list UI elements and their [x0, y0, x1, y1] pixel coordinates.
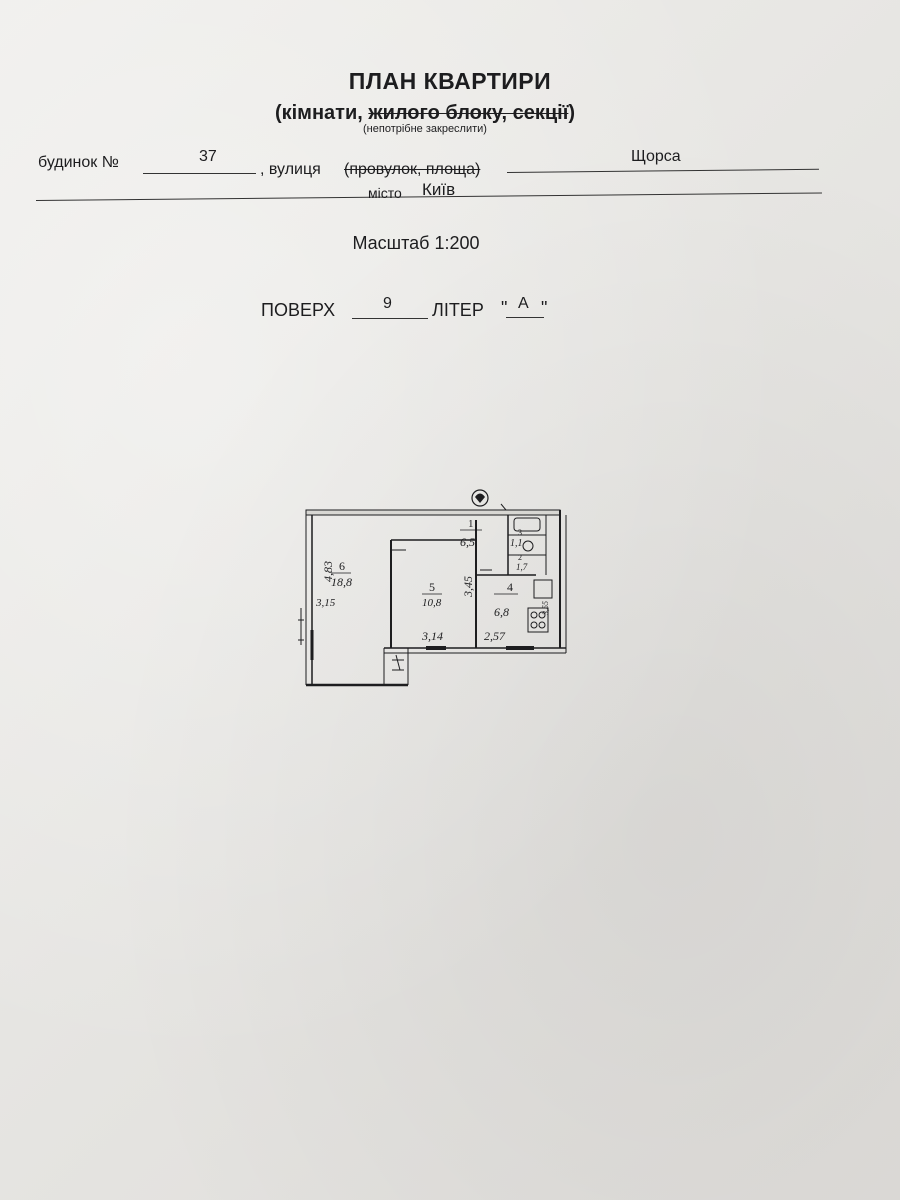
room3-area: 1,1 — [510, 538, 523, 549]
house-label: будинок № — [38, 154, 119, 171]
street-name-value: Щорса — [631, 148, 681, 165]
room3-number: 3 — [518, 528, 522, 537]
room6-length-dimension: 4,83 — [321, 561, 335, 582]
subtitle-part-1: (кімнати, — [274, 102, 369, 124]
kitchen-width-dimension: 2,57 — [484, 629, 506, 643]
room6-number: 6 — [339, 559, 345, 573]
house-number-underline — [143, 173, 256, 174]
toilet-icon — [522, 540, 534, 552]
floor-label: ПОВЕРХ — [261, 300, 336, 320]
stove-icon — [527, 607, 549, 633]
room4-area: 6,8 — [494, 605, 509, 619]
room1-area: 6,5 — [460, 535, 475, 549]
city-label: місто — [368, 185, 402, 201]
room1-number: 1 — [468, 518, 474, 530]
room5-width-dimension: 3,14 — [421, 629, 443, 643]
sink-icon — [533, 579, 553, 599]
document-title: ПЛАН КВАРТИРИ — [348, 68, 552, 94]
room5-length-dimension: 3,45 — [461, 576, 475, 598]
room4-number: 4 — [507, 580, 513, 594]
letter-open-quote: " — [501, 298, 508, 318]
kitchen-length-dimension: 3,55 — [541, 601, 550, 616]
subtitle-struck-text: жилого блоку, секції — [368, 102, 569, 124]
wall-top — [305, 509, 561, 516]
room6-area: 18,8 — [331, 575, 352, 589]
house-number-value: 37 — [199, 148, 217, 165]
compass-icon — [471, 489, 489, 507]
floor-number-value: 9 — [383, 295, 392, 312]
room5-area: 10,8 — [422, 597, 442, 609]
strike-note: (непотрібне закреслити) — [363, 123, 487, 135]
room2-area: 1,7 — [516, 562, 528, 572]
letter-close-quote: " — [541, 298, 548, 318]
document-subtitle: (кімнати, жилого блоку, секції) — [0, 102, 850, 125]
subtitle-part-2: ) — [568, 102, 576, 124]
bathtub-icon — [513, 517, 541, 532]
floor-underline — [352, 318, 428, 319]
apartment-floor-plan: 6 18,8 5 10,8 4 6,8 1 6,5 3 1,1 2 1,7 4,… — [298, 489, 567, 687]
scale-label: Масштаб 1:200 — [352, 233, 480, 253]
street-struck-text: (провулок, площа) — [344, 161, 481, 178]
room5-number: 5 — [429, 580, 435, 594]
letter-value: А — [518, 295, 529, 312]
letter-underline — [506, 317, 544, 318]
street-label: , вулиця — [260, 161, 321, 178]
room2-number: 2 — [518, 553, 522, 562]
letter-label: ЛІТЕР — [432, 300, 484, 320]
room6-width-dimension: 3,15 — [315, 597, 336, 609]
city-name-value: Київ — [422, 180, 456, 199]
compass-needle-icon — [475, 493, 485, 503]
